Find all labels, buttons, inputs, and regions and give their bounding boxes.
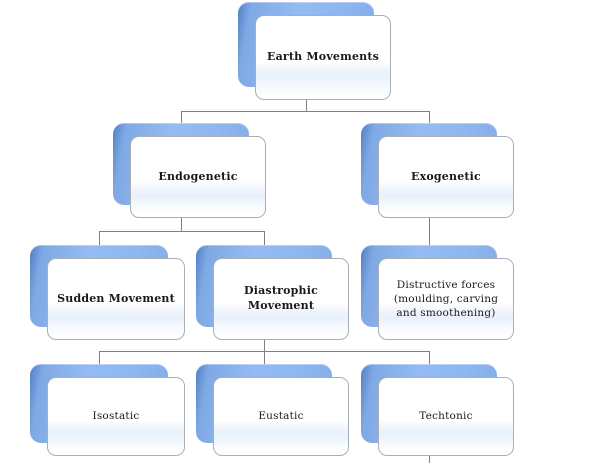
node-distructive-forces: Distructive forces (moulding, carving an… (361, 245, 514, 340)
node-label: Exogenetic (411, 169, 481, 183)
node-label: Earth Movements (266, 50, 380, 64)
connector-to-isostatic (99, 351, 100, 364)
node-box: Isostatic (47, 377, 185, 456)
node-box: Diastrophic Movement (213, 258, 349, 340)
node-box: Techtonic (378, 377, 514, 456)
node-label: Endogenetic (158, 169, 238, 183)
node-diastrophic-movement: Diastrophic Movement (196, 245, 349, 340)
node-box: Endogenetic (130, 136, 266, 218)
node-label: Diastrophic Movement (243, 284, 319, 312)
connector-to-endogenetic (181, 111, 182, 124)
connector-endogenetic-stem (181, 218, 182, 232)
connector-to-techtonic (429, 351, 430, 364)
node-label: Sudden Movement (57, 291, 175, 305)
node-box: Sudden Movement (47, 258, 185, 340)
node-box: Distructive forces (moulding, carving an… (378, 258, 514, 340)
connector-to-eustatic (264, 351, 265, 364)
connector-to-diastrophic-movement (264, 231, 265, 245)
connector-level2-bus (181, 111, 430, 112)
node-label: Techtonic (419, 410, 473, 423)
connector-level3-left-bus (99, 231, 265, 232)
node-techtonic: Techtonic (361, 364, 514, 456)
node-eustatic: Eustatic (196, 364, 349, 456)
node-earth-movements: Earth Movements (238, 2, 391, 100)
node-label: Eustatic (258, 410, 304, 423)
connector-diastrophic-stem (264, 340, 265, 352)
connector-techtonic-stub (429, 456, 430, 463)
node-endogenetic: Endogenetic (113, 123, 266, 218)
node-box: Earth Movements (255, 15, 391, 100)
node-box: Eustatic (213, 377, 349, 456)
connector-to-distructive-forces (429, 218, 430, 245)
node-box: Exogenetic (378, 136, 514, 218)
node-label: Distructive forces (moulding, carving an… (393, 278, 499, 320)
connector-earth-stem (306, 100, 307, 112)
connector-to-sudden-movement (99, 231, 100, 245)
connector-to-exogenetic (429, 111, 430, 124)
node-label: Isostatic (92, 410, 140, 423)
node-exogenetic: Exogenetic (361, 123, 514, 218)
node-sudden-movement: Sudden Movement (30, 245, 185, 340)
node-isostatic: Isostatic (30, 364, 185, 456)
